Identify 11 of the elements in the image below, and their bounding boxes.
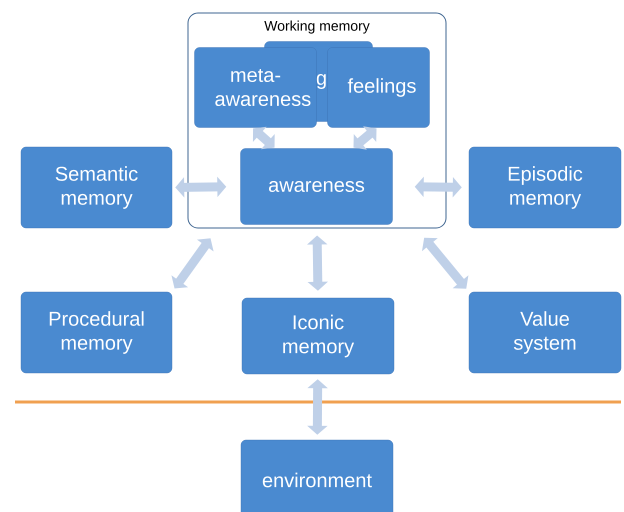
process-box: Episodic memory (468, 146, 622, 228)
process-box: Iconic memory (242, 298, 394, 374)
process-box: meta- awareness (194, 47, 317, 128)
process-box: feelings (327, 47, 430, 128)
process-box: awareness (240, 148, 393, 225)
process-box: environment (240, 440, 394, 512)
group-heading: Working memory (264, 20, 370, 34)
process-box: Semantic memory (20, 146, 172, 228)
process-box: Value system (468, 292, 622, 374)
double-arrow (422, 238, 468, 289)
process-box: Procedural memory (20, 292, 172, 374)
